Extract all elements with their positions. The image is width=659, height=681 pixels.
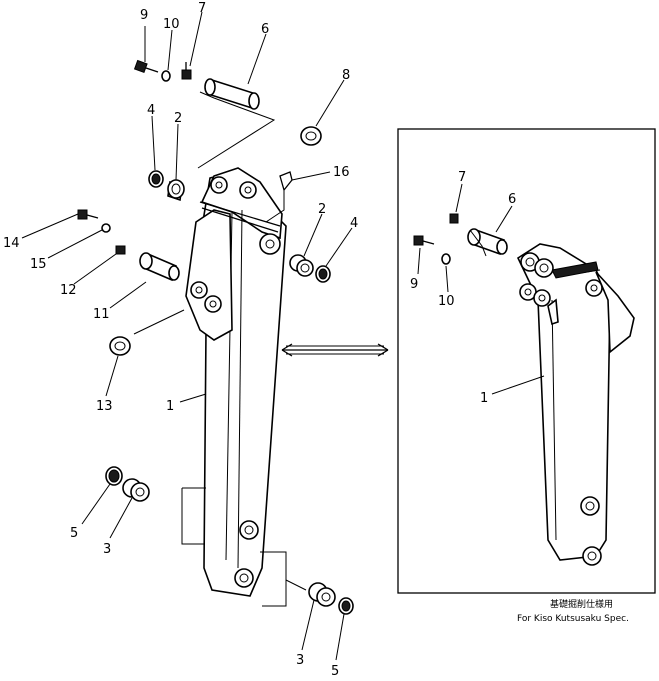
bushing-2-upper: [167, 179, 185, 202]
seal-5-left: [105, 466, 123, 486]
callouts-main: 9 10 7 6 8 4 2 16 2 4 14 15 12 11 13 1 5…: [3, 1, 358, 679]
inset-fitting-7: [449, 213, 459, 224]
callout-3-right: 3: [296, 653, 304, 668]
pin-6: [204, 78, 260, 110]
callout-14: 14: [3, 236, 20, 251]
callout-7: 7: [198, 1, 206, 16]
inset-callout-1: 1: [480, 391, 488, 406]
fitting-12: [115, 245, 126, 255]
callout-3-left: 3: [103, 542, 111, 557]
seal-4-right: [315, 265, 331, 283]
inset-bolt-9: [413, 235, 424, 246]
leader-lines-inset: [417, 183, 545, 395]
washer-15: [101, 223, 111, 233]
inset-callout-7: 7: [458, 170, 466, 185]
callout-4-right: 4: [350, 216, 358, 231]
callout-6: 6: [261, 22, 269, 37]
shim-13: [109, 336, 131, 356]
bushing-3-right: [308, 582, 336, 607]
callout-10: 10: [163, 17, 180, 32]
washer-10: [161, 70, 171, 82]
inset-callout-9: 9: [410, 277, 418, 292]
leader-lines-main: [21, 11, 353, 661]
callout-2-upper: 2: [174, 111, 182, 126]
fitting-7: [181, 62, 192, 80]
callout-4-upper: 4: [147, 103, 155, 118]
inset-frame: [397, 128, 656, 594]
callout-5-left: 5: [70, 526, 78, 541]
seal-5-right: [338, 597, 354, 615]
callout-16: 16: [333, 165, 350, 180]
callout-9: 9: [140, 8, 148, 23]
seal-4-upper: [148, 170, 164, 188]
arm-main: [185, 167, 287, 597]
pin-11: [139, 252, 180, 282]
callout-1: 1: [166, 399, 174, 414]
callout-15: 15: [30, 257, 47, 272]
callout-8: 8: [342, 68, 350, 83]
reference-double-arrow: [281, 343, 389, 357]
callout-12: 12: [60, 283, 77, 298]
callout-5-right: 5: [331, 664, 339, 676]
callout-2-right: 2: [318, 202, 326, 217]
callout-11: 11: [93, 307, 110, 322]
inset-washer-10: [441, 253, 451, 265]
pin-6-guide-line: [197, 91, 276, 169]
bushing-guide-lines: [181, 487, 307, 607]
inset-pin-6: [467, 228, 508, 257]
inset-caption-en: For Kiso Kutsusaku Spec.: [517, 614, 629, 624]
bushing-3-left: [122, 478, 150, 502]
callout-13: 13: [96, 399, 113, 414]
callouts-inset: 7 6 9 10 1: [410, 170, 516, 406]
shim-8: [300, 126, 322, 146]
bolt-9: [133, 59, 159, 74]
bushing-2-right: [289, 254, 314, 277]
arm-inset: [516, 243, 635, 566]
inset-callout-10: 10: [438, 294, 455, 309]
inset-callout-6: 6: [508, 192, 516, 207]
inset-caption-jp: 基礎掘削仕様用: [550, 598, 613, 610]
bolt-14: [77, 209, 99, 220]
